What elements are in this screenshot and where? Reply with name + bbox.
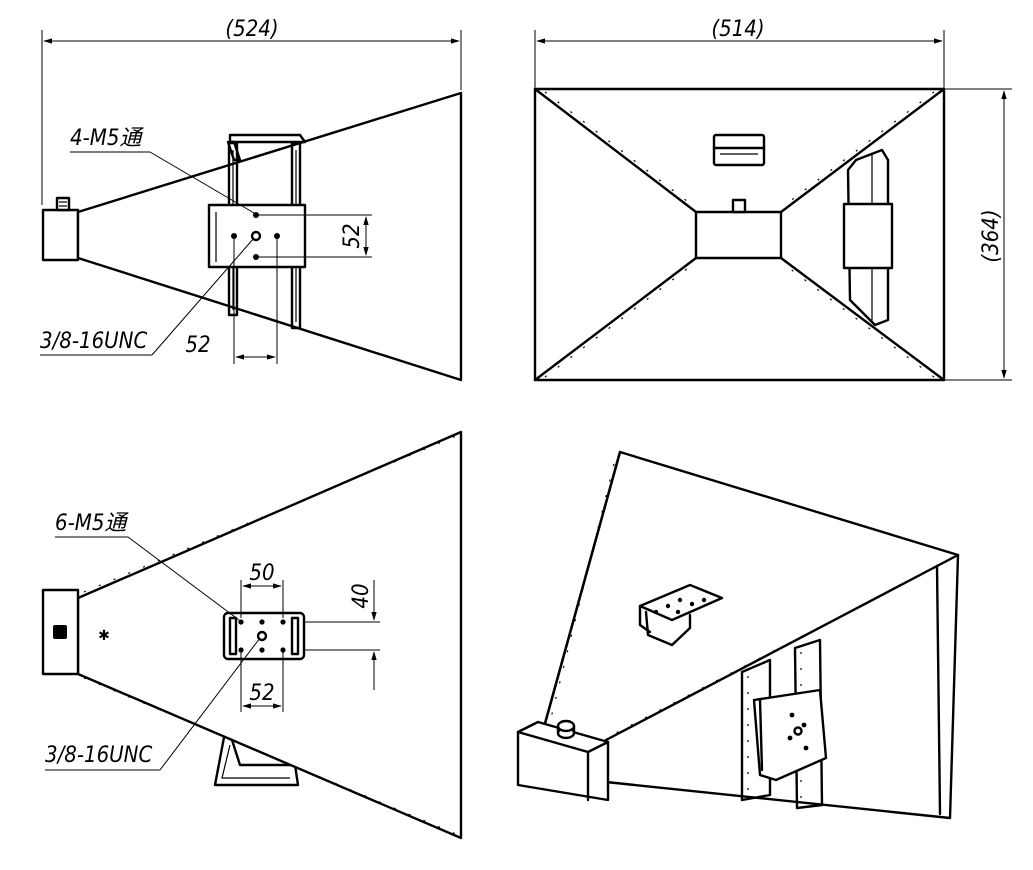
mount-hole bbox=[280, 647, 286, 653]
mount-hole bbox=[231, 233, 237, 239]
mount-hole bbox=[259, 619, 265, 625]
overall-height-label: (364) bbox=[979, 209, 1004, 262]
vertical-spacing-label: 52 bbox=[340, 223, 365, 248]
overall-width-label: (514) bbox=[711, 17, 764, 42]
mounting-bracket bbox=[842, 148, 894, 327]
mount-hole bbox=[259, 647, 265, 653]
dimension-horizontal-50: 50 bbox=[240, 561, 284, 618]
dimension-overall-height: (364) bbox=[944, 88, 1012, 381]
thread-callout-label: 3/8-16UNC bbox=[40, 329, 147, 354]
connector-block bbox=[516, 719, 610, 802]
mount-hole bbox=[253, 212, 259, 218]
thread-hole bbox=[250, 230, 262, 242]
dimension-overall-width: (514) bbox=[534, 17, 945, 90]
mount-post bbox=[740, 638, 828, 810]
view-top-right: (514) (364) bbox=[533, 17, 1012, 382]
connector-port bbox=[53, 625, 67, 639]
horizontal-spacing-label: 52 bbox=[185, 333, 210, 358]
callout-4-m5: 4-M5通 bbox=[70, 126, 255, 214]
hole-callout-label: 4-M5通 bbox=[70, 126, 144, 151]
view-bottom-right bbox=[516, 450, 960, 820]
mount-hole bbox=[238, 647, 244, 653]
top-bracket bbox=[638, 583, 724, 647]
callout-thread: 3/8-16UNC bbox=[45, 637, 261, 771]
hole-callout-label: 6-M5通 bbox=[55, 511, 129, 536]
handle bbox=[712, 133, 766, 167]
connector-nut bbox=[55, 196, 71, 212]
handle bbox=[213, 730, 300, 787]
dimension-overall-width: (524) bbox=[41, 17, 462, 205]
mounting-frame bbox=[207, 133, 307, 330]
mounting-plate bbox=[222, 611, 306, 661]
thread-callout-label: 3/8-16UNC bbox=[45, 743, 152, 768]
vertical-spacing-label: 40 bbox=[349, 583, 374, 608]
mount-hole bbox=[274, 233, 280, 239]
callout-thread: 3/8-16UNC bbox=[40, 237, 255, 356]
callout-6-m5: 6-M5通 bbox=[55, 511, 240, 621]
view-bottom-left: ✱ 6-M5通 50 4 bbox=[41, 430, 463, 840]
connector-nut bbox=[731, 198, 747, 214]
thread-hole bbox=[256, 630, 268, 642]
dimension-horizontal-52: 52 bbox=[240, 652, 284, 712]
mount-hole bbox=[253, 254, 259, 260]
mount-hole bbox=[280, 619, 286, 625]
feed-block bbox=[694, 210, 783, 260]
connector-block bbox=[41, 208, 80, 262]
view-top-left: (524) 4-M5通 bbox=[40, 17, 463, 382]
bottom-spacing-label: 52 bbox=[249, 681, 274, 706]
asterisk-mark: ✱ bbox=[98, 628, 110, 644]
dimension-horizontal-52: 52 bbox=[185, 238, 278, 364]
mounting-plate bbox=[752, 688, 828, 782]
overall-width-label: (524) bbox=[225, 17, 278, 42]
top-spacing-label: 50 bbox=[249, 561, 274, 586]
dimension-vertical-40: 40 bbox=[304, 580, 380, 690]
mount-hole bbox=[238, 619, 244, 625]
